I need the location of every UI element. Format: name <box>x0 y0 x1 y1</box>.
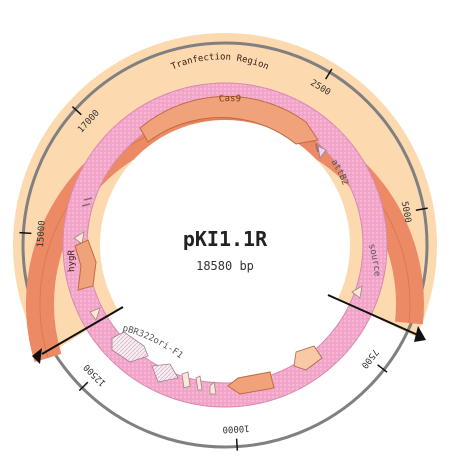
insert-ring-outer-edge <box>62 82 388 408</box>
site-tick-2 <box>81 203 91 207</box>
ruler-tick-15000 <box>19 231 32 235</box>
ruler-tick-12500 <box>78 381 89 392</box>
hygr-arrow <box>74 239 97 291</box>
ruler-tick-label-5000: 5000 <box>399 201 413 224</box>
region-boundary-left <box>41 306 124 355</box>
outer-ruler <box>21 41 429 449</box>
center-hole <box>100 120 350 370</box>
hygr-label: hygR <box>67 249 77 272</box>
plasmid-length: 18580 bp <box>196 259 254 273</box>
backbone-feature-2 <box>181 371 191 389</box>
source-marker <box>351 285 363 299</box>
cas9-arrow <box>139 95 319 145</box>
backbone-arrow-left <box>227 371 275 395</box>
region-boundary-right <box>327 294 421 337</box>
ruler-tick-2500 <box>325 68 333 80</box>
site-tick-3 <box>315 143 319 153</box>
ruler-tick-label-10000: 10000 <box>222 422 250 434</box>
ruler-tick-17000 <box>71 106 82 116</box>
hygr-marker-bottom <box>89 307 101 321</box>
ruler-tick-label-15000: 15000 <box>36 220 48 248</box>
boundary-arrowhead-right <box>414 326 426 342</box>
ruler-tick-5000 <box>415 207 428 212</box>
backbone-feature-4 <box>209 381 217 395</box>
ruler-tick-7500 <box>377 364 388 373</box>
insert-ring <box>63 83 387 407</box>
hygr-marker-top <box>73 231 85 245</box>
ruler-tick-10000 <box>235 438 239 451</box>
attb2-marker <box>317 145 327 159</box>
backbone-arrow-right <box>293 345 323 371</box>
backbone-feature-1 <box>151 363 179 383</box>
boundary-arrowhead-left <box>32 348 42 364</box>
plasmid-name: pKI1.1R <box>183 227 268 251</box>
site-tick-1 <box>83 197 93 201</box>
tranfection-region-edge <box>39 118 411 359</box>
backbone-feature-3 <box>195 375 203 391</box>
pbr322ori-f1-arrow <box>111 331 149 363</box>
